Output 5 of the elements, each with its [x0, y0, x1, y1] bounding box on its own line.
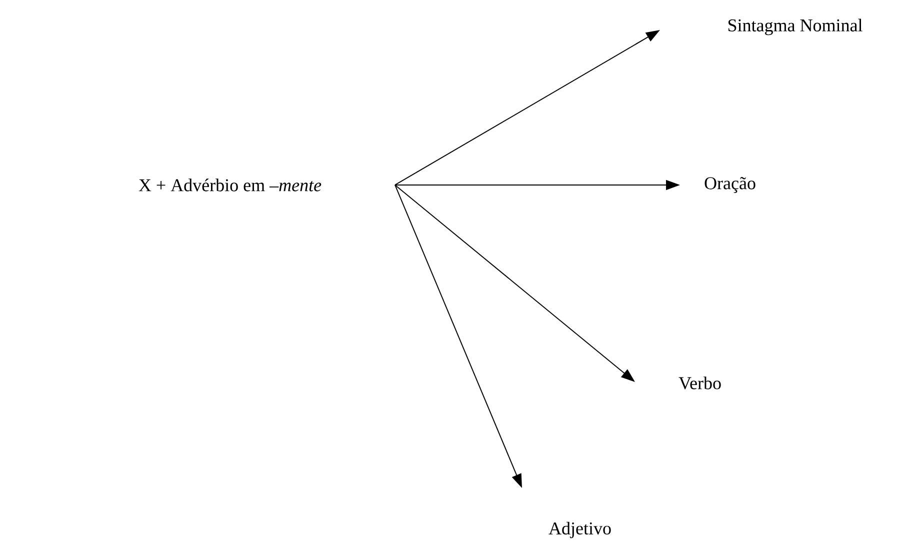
label-text: Verbo: [678, 376, 721, 390]
label-text: Adjetivo: [548, 522, 611, 538]
label-text: Oração: [704, 177, 756, 193]
label-text: Sintagma Nominal: [728, 18, 862, 36]
label-text: X + Advérbio em –mente: [138, 178, 322, 192]
